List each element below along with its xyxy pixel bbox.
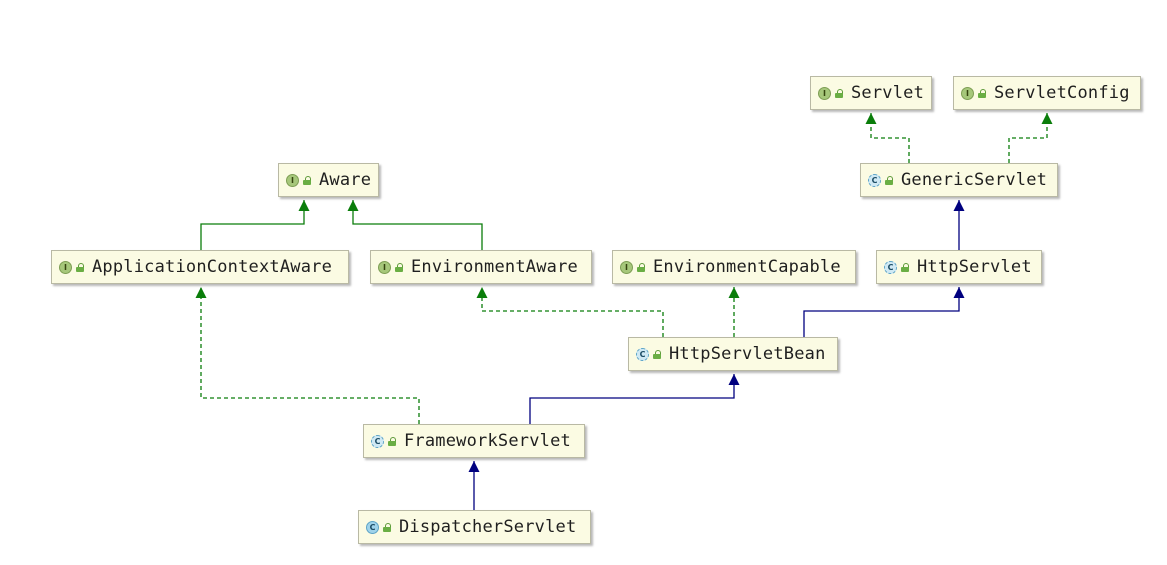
node-aware[interactable]: I Aware [278,163,379,197]
public-lock-icon [835,88,844,98]
edge-applicationcontextaware-to-aware [200,200,310,250]
abstract-class-icon: C [636,347,649,361]
arrowhead-icon [953,200,965,211]
abstract-class-icon: C [884,260,897,274]
edge-line [870,113,910,163]
edge-frameworkservlet-to-httpservletbean [529,374,740,424]
node-dispatcherservlet[interactable]: C DispatcherServlet [358,510,591,544]
edge-line [1008,113,1048,163]
node-label: HttpServletBean [669,344,826,364]
abstract-class-icon: C [868,173,881,187]
arrowhead-icon [298,200,310,211]
node-label: HttpServlet [917,257,1032,277]
class-icon: C [366,520,379,534]
public-lock-icon [885,175,894,185]
node-environmentcapable[interactable]: I EnvironmentCapable [612,250,856,284]
edge-line [803,287,960,337]
abstract-class-icon: C [371,434,384,448]
node-applicationcontextaware[interactable]: I ApplicationContextAware [51,250,349,284]
node-label: EnvironmentAware [411,257,578,277]
arrowhead-icon [1041,113,1053,124]
node-label: ServletConfig [994,83,1130,103]
edge-httpservlet-to-genericservlet [953,200,965,250]
node-genericservlet[interactable]: C GenericServlet [860,163,1058,197]
node-label: GenericServlet [901,170,1048,190]
arrowhead-icon [953,287,965,298]
node-environmentaware[interactable]: I EnvironmentAware [370,250,592,284]
public-lock-icon [388,436,397,446]
public-lock-icon [395,262,404,272]
edge-line [529,374,735,424]
arrowhead-icon [728,287,740,298]
arrowhead-icon [728,374,740,385]
edge-httpservletbean-to-environmentaware [476,287,664,337]
edge-httpservletbean-to-environmentcapable [728,287,740,337]
public-lock-icon [901,262,910,272]
edge-line [200,287,420,424]
edge-dispatcherservlet-to-frameworkservlet [468,461,480,510]
arrowhead-icon [195,287,207,298]
public-lock-icon [637,262,646,272]
node-httpservletbean[interactable]: C HttpServletBean [628,337,838,371]
node-label: ApplicationContextAware [92,257,333,277]
node-label: DispatcherServlet [399,517,577,537]
arrowhead-icon [347,200,359,211]
node-httpservlet[interactable]: C HttpServlet [876,250,1042,284]
public-lock-icon [303,175,312,185]
node-frameworkservlet[interactable]: C FrameworkServlet [363,424,585,458]
arrowhead-icon [865,113,877,124]
edge-line [352,200,483,250]
node-label: EnvironmentCapable [653,257,841,277]
interface-icon: I [818,86,831,100]
edge-frameworkservlet-to-applicationcontextaware [195,287,420,424]
arrowhead-icon [476,287,488,298]
public-lock-icon [653,349,662,359]
edge-line [481,287,664,337]
interface-icon: I [286,173,299,187]
interface-icon: I [620,260,633,274]
node-label: Aware [319,170,372,190]
edge-environmentaware-to-aware [347,200,483,250]
public-lock-icon [383,522,392,532]
edge-line [200,200,305,250]
node-servletconfig[interactable]: I ServletConfig [953,76,1141,110]
node-servlet[interactable]: I Servlet [810,76,932,110]
arrowhead-icon [468,461,480,472]
interface-icon: I [961,86,974,100]
node-label: FrameworkServlet [404,431,571,451]
public-lock-icon [76,262,85,272]
edge-genericservlet-to-servlet [865,113,910,163]
node-label: Servlet [851,83,925,103]
edge-genericservlet-to-servletconfig [1008,113,1053,163]
interface-icon: I [59,260,72,274]
edge-httpservletbean-to-httpservlet [803,287,965,337]
public-lock-icon [978,88,987,98]
interface-icon: I [378,260,391,274]
